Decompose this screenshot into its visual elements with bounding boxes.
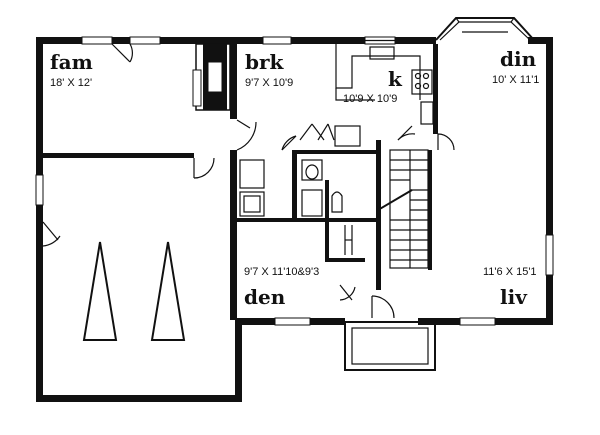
fam-dims: 18' X 12' [50, 77, 92, 89]
den-label: den [244, 285, 286, 309]
liv-label: liv [500, 285, 528, 309]
din-dims: 10' X 11'1 [492, 74, 539, 86]
liv-side-window [545, 234, 554, 276]
den-dims: 9'7 X 11'10&9'3 [244, 266, 319, 278]
interior-walls [36, 37, 438, 320]
liv-dims: 11'6 X 15'1 [483, 266, 537, 278]
garage-parking-marks [82, 241, 186, 341]
din-label: din [500, 47, 537, 71]
top-windows [81, 36, 396, 45]
front-porch [274, 317, 496, 371]
k-label: k [388, 67, 403, 91]
brk-dims: 9'7 X 10'9 [245, 77, 293, 89]
garage-side-window [35, 174, 44, 206]
doors [42, 43, 455, 319]
bath-laundry [239, 123, 361, 217]
fam-label: fam [50, 50, 93, 74]
bay-window [435, 17, 535, 41]
k-dims: 10'9 X 10'9 [343, 93, 397, 105]
fireplace [192, 43, 231, 111]
room-labels: fam 18' X 12' brk 9'7 X 10'9 k 10'9 X 10… [50, 47, 539, 309]
kitchen-counters [335, 44, 434, 125]
stairs [377, 149, 429, 269]
hall-closet [344, 225, 353, 255]
brk-label: brk [245, 50, 285, 74]
